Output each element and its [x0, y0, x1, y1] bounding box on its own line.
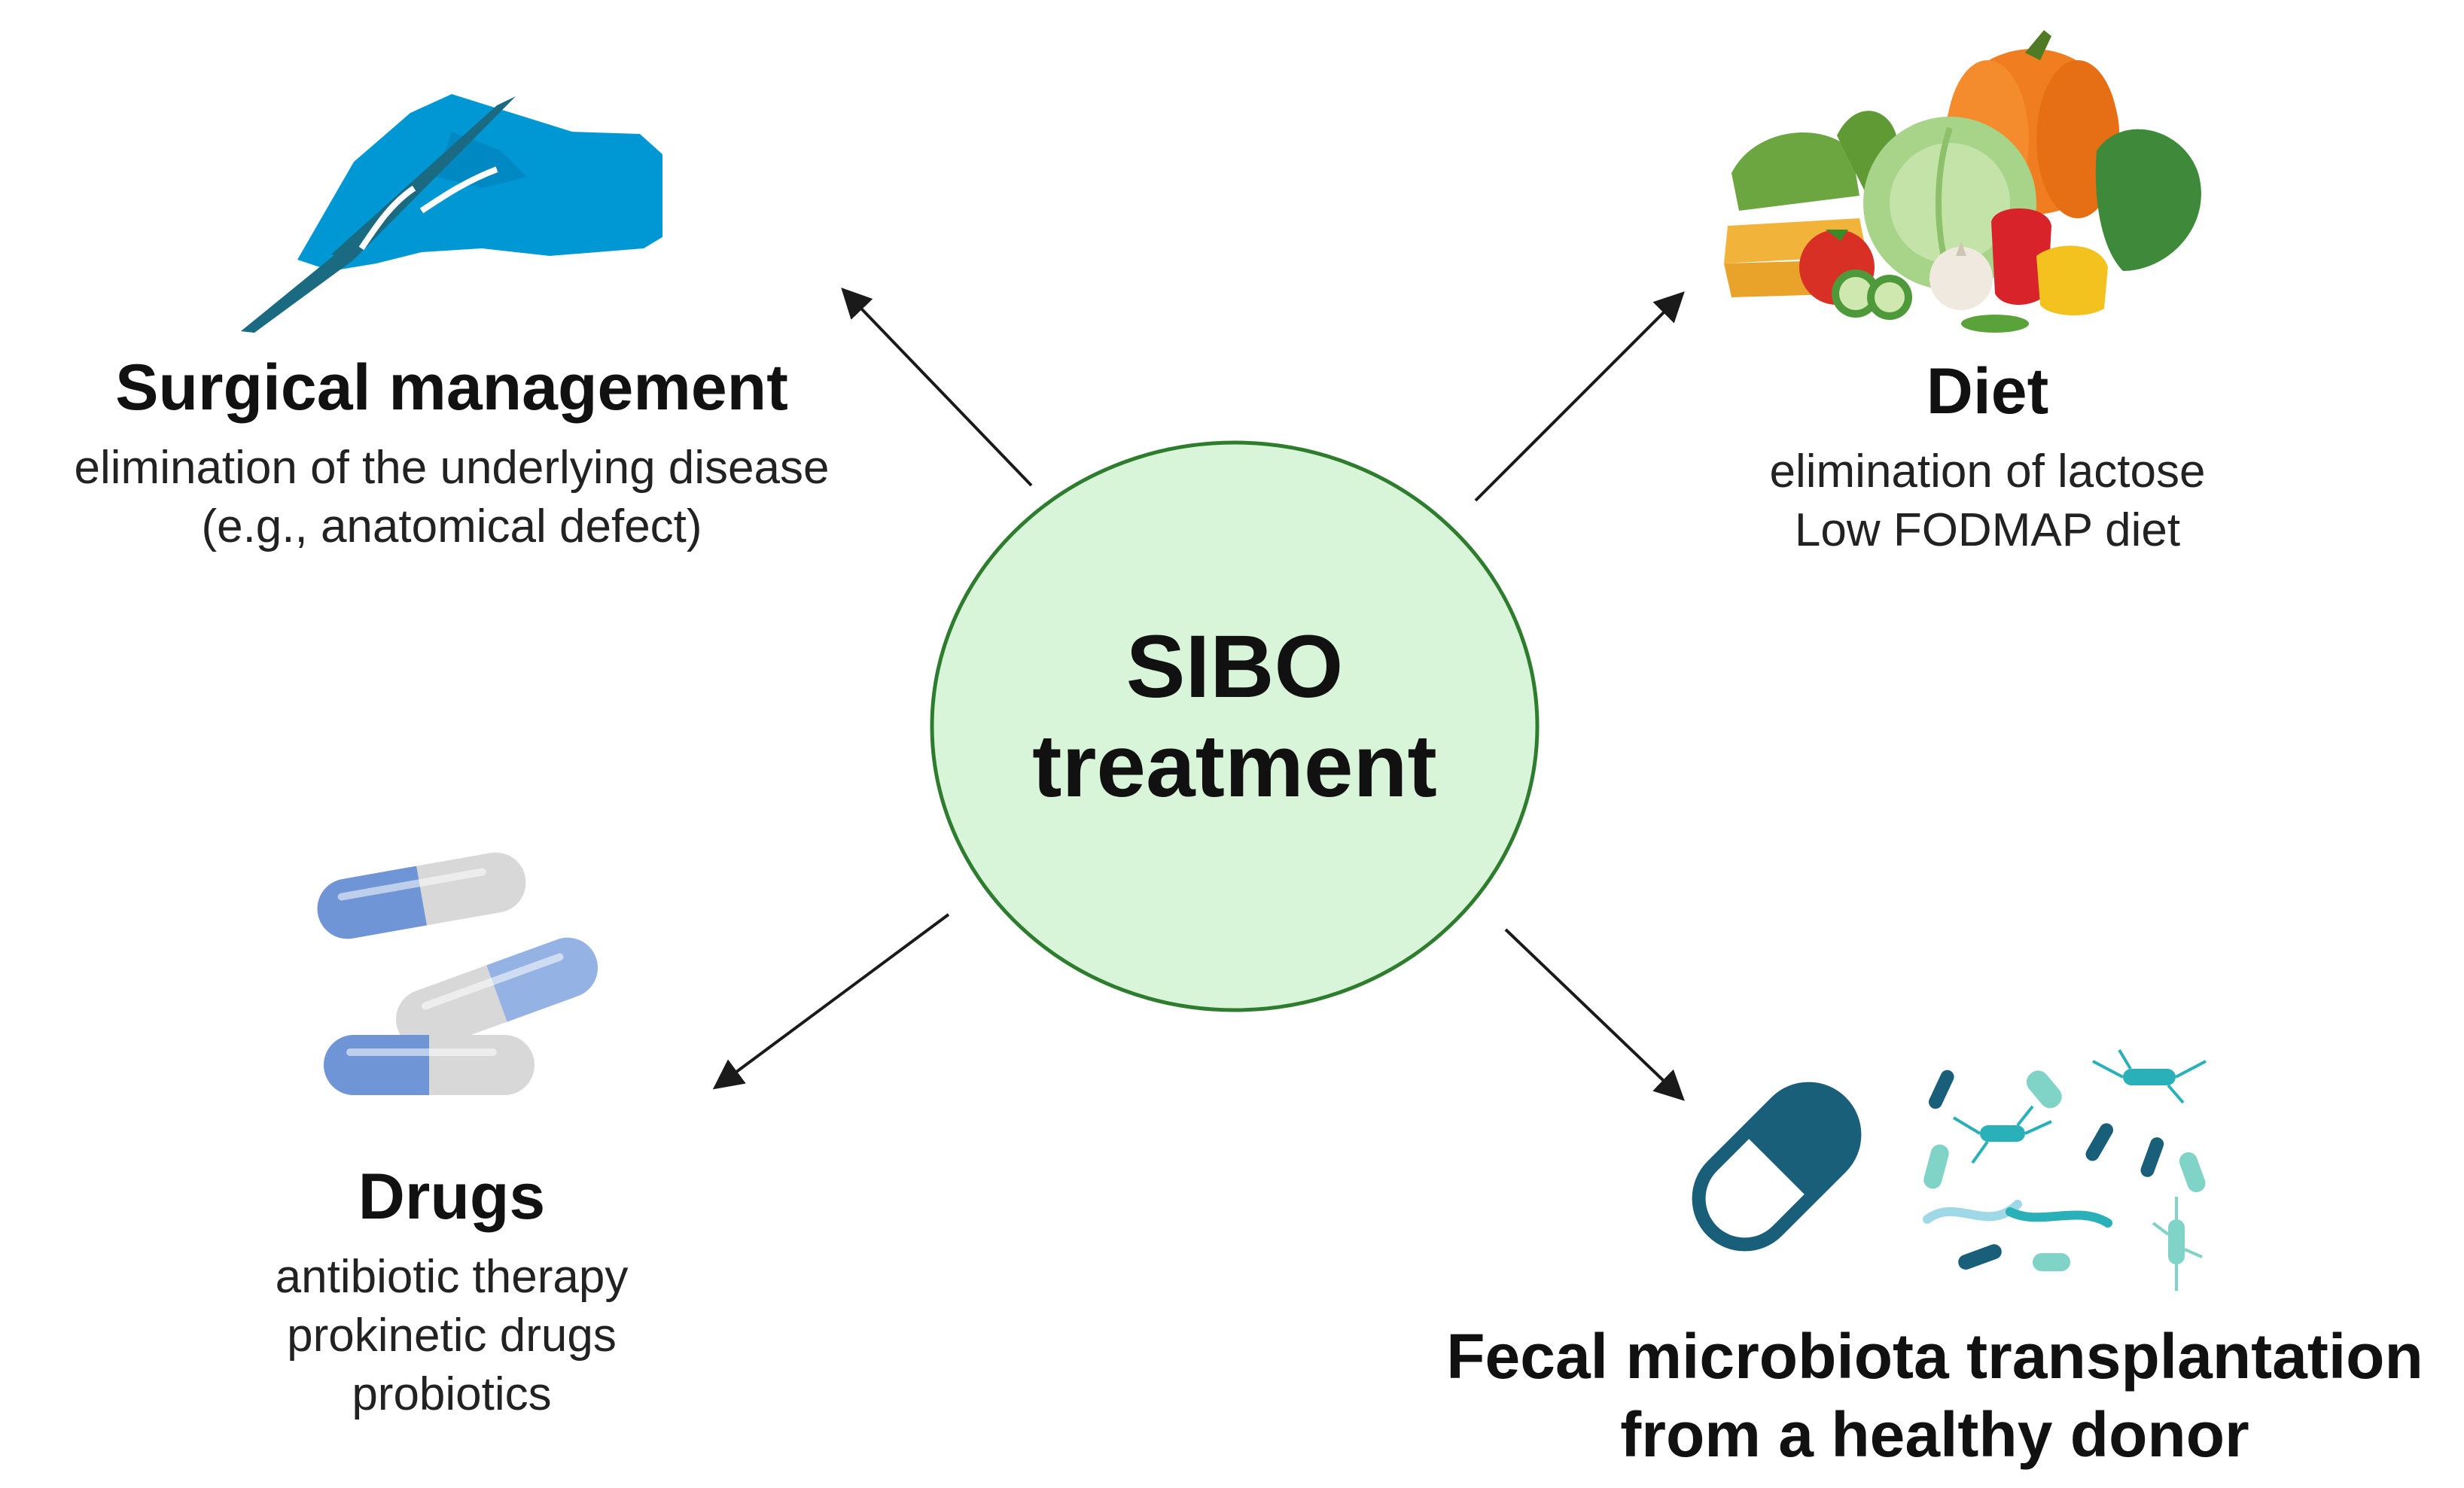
node-description: antibiotic therapy prokinetic drugs prob… — [173, 1248, 730, 1424]
node-title: Fecal microbiota transplantation — [1446, 1321, 2423, 1392]
node-line: probiotics — [352, 1368, 552, 1420]
node-line: elimination of lactose — [1769, 446, 2206, 498]
node-fecal: Fecal microbiota transplantation from a … — [1415, 1317, 2454, 1474]
node-surgical: Surgical management elimination of the u… — [15, 350, 888, 556]
node-title: Diet — [1926, 355, 2049, 428]
node-description: elimination of the underlying disease (e… — [15, 439, 888, 556]
node-title: Surgical management — [115, 351, 788, 424]
arrow-to-diet — [1474, 291, 1685, 502]
center-label: SIBO treatment — [934, 617, 1536, 816]
capsule-bacteria-icon — [1692, 1048, 2207, 1291]
center-line-1: SIBO — [1125, 617, 1344, 717]
arrow-to-surgical — [841, 288, 1033, 487]
node-drugs: Drugs antibiotic therapy prokinetic drug… — [173, 1159, 730, 1424]
capsules-icon — [317, 852, 598, 1095]
node-line: prokinetic drugs — [287, 1310, 617, 1362]
node-title: Drugs — [358, 1161, 546, 1233]
node-line: (e.g., anatomical defect) — [201, 501, 702, 552]
center-line-2: treatment — [1032, 717, 1437, 816]
vegetables-icon — [1724, 30, 2201, 333]
node-line: elimination of the underlying disease — [74, 442, 830, 494]
node-title-line-2: from a healthy donor — [1620, 1399, 2249, 1470]
node-description: elimination of lactose Low FODMAP diet — [1656, 443, 2319, 560]
node-line: Low FODMAP diet — [1794, 504, 2181, 556]
node-diet: Diet elimination of lactose Low FODMAP d… — [1656, 354, 2319, 560]
center-circle — [930, 440, 1540, 1012]
arrow-to-drugs — [712, 913, 950, 1090]
arrow-to-fecal — [1504, 928, 1685, 1101]
scalpel-hand-icon — [241, 94, 662, 333]
node-line: antibiotic therapy — [275, 1251, 629, 1303]
